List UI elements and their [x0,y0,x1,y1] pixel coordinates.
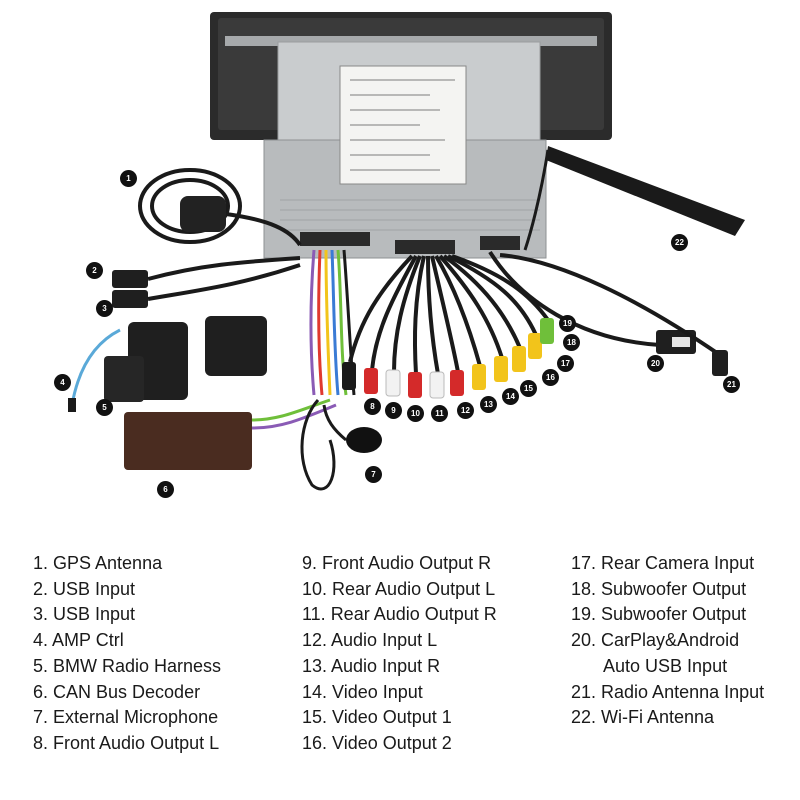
legend-item: 5. BMW Radio Harness [33,655,222,676]
marker-12: 12 [457,402,474,419]
legend-item: 12. Audio Input L [302,630,438,651]
marker-11: 11 [431,405,448,422]
bmw-radio-harness [104,316,267,402]
marker-2: 2 [86,262,103,279]
marker-8: 8 [364,398,381,415]
legend-item: 4. AMP Ctrl [33,630,124,651]
marker-17: 17 [557,355,574,372]
marker-6: 6 [157,481,174,498]
carplay-usb-cable [488,250,696,354]
marker-14: 14 [502,388,519,405]
marker-3: 3 [96,300,113,317]
legend-item: 13. Audio Input R [302,655,441,676]
legend-item: 22. Wi-Fi Antenna [571,707,715,728]
legend-item: 16. Video Output 2 [302,732,452,753]
marker-20: 20 [647,355,664,372]
marker-19: 19 [559,315,576,332]
marker-13: 13 [480,396,497,413]
legend-item: 10. Rear Audio Output L [302,578,496,599]
legend-item-continuation: Auto USB Input [603,655,728,676]
gps-antenna [138,168,302,247]
legend-item: 2. USB Input [33,578,136,599]
legend-item: 7. External Microphone [33,707,219,728]
legend-item: 11. Rear Audio Output R [302,604,497,625]
external-microphone [300,398,382,491]
legend-column-3: 17. Rear Camera Input 18. Subwoofer Outp… [571,551,764,731]
usb-inputs [112,256,301,308]
product-illustration [68,12,745,491]
marker-1: 1 [120,170,137,187]
legend-item: 18. Subwoofer Output [571,578,747,599]
marker-21: 21 [723,376,740,393]
can-bus-decoder [124,412,252,470]
legend-item: 1. GPS Antenna [33,553,163,573]
product-photo: 1 2 3 4 5 6 7 8 9 10 11 12 13 14 15 16 1… [54,12,745,498]
legend-item: 21. Radio Antenna Input [571,681,765,702]
amp-ctrl-wire [68,328,121,412]
marker-5: 5 [96,399,113,416]
legend-item: 19. Subwoofer Output [571,604,747,625]
marker-18: 18 [563,334,580,351]
marker-16: 16 [542,369,559,386]
rca-cables [342,254,554,399]
wifi-antenna [523,146,745,251]
legend-item: 14. Video Input [302,681,423,702]
radio-chassis [263,41,547,259]
legend-item: 9. Front Audio Output R [302,553,492,573]
marker-4: 4 [54,374,71,391]
legend-item: 15. Video Output 1 [302,707,452,728]
marker-7: 7 [365,466,382,483]
marker-9: 9 [385,402,402,419]
marker-22: 22 [671,234,688,251]
radio-antenna-cable [499,253,728,376]
legend-item: 3. USB Input [33,604,136,625]
marker-15: 15 [520,380,537,397]
legend-item: 17. Rear Camera Input [571,553,755,573]
legend-item: 20. CarPlay&Android [571,630,740,651]
marker-10: 10 [407,405,424,422]
legend-column-2: 9. Front Audio Output R 10. Rear Audio O… [302,551,497,757]
legend-column-1: 1. GPS Antenna 2. USB Input 3. USB Input… [33,551,221,757]
legend-item: 8. Front Audio Output L [33,732,220,753]
legend-item: 6. CAN Bus Decoder [33,681,201,702]
